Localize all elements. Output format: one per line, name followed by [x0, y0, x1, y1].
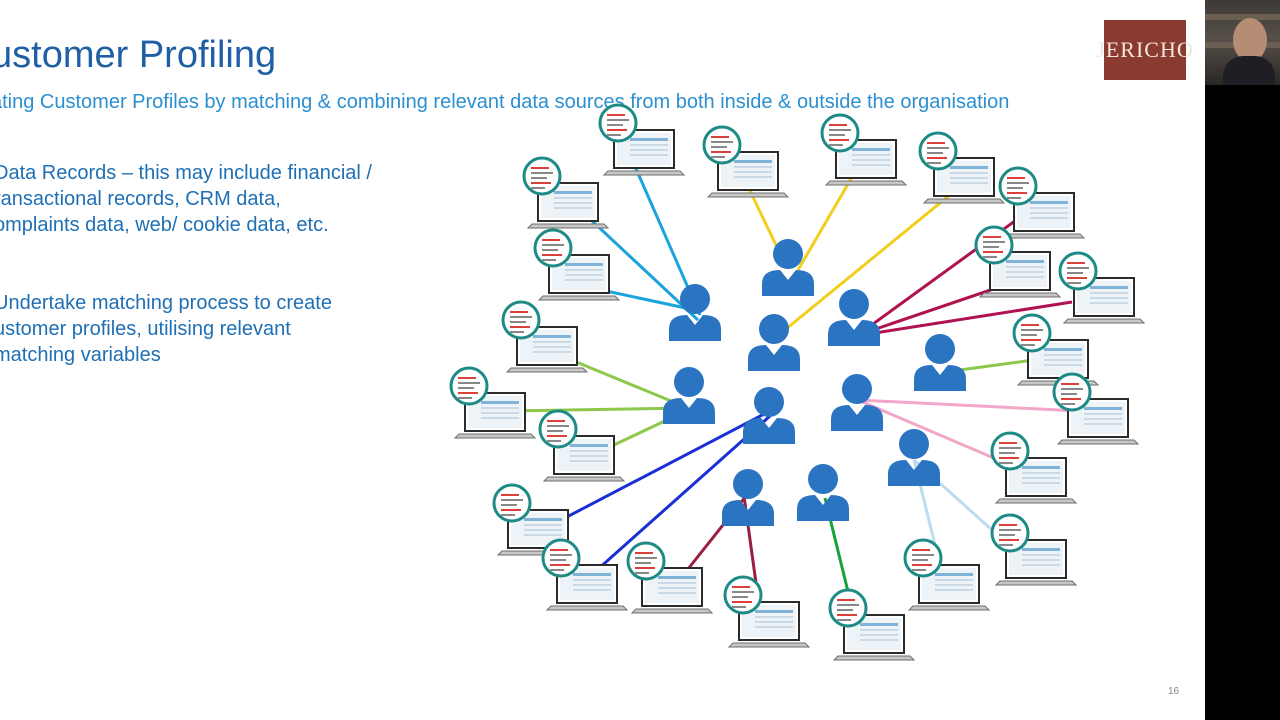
person-icon	[888, 429, 940, 486]
person-icon	[663, 367, 715, 424]
person-icon	[722, 469, 774, 526]
laptop-icon	[540, 411, 624, 481]
profiling-diagram	[0, 0, 1205, 720]
laptop-icon	[451, 368, 535, 438]
person-icon	[828, 289, 880, 346]
person-icon	[762, 239, 814, 296]
laptop-icon	[524, 158, 608, 228]
laptop-icon	[830, 590, 914, 660]
person-icons	[663, 239, 966, 526]
laptop-icon	[1000, 168, 1084, 238]
laptop-icon	[905, 540, 989, 610]
person-icon	[669, 284, 721, 341]
laptop-icons	[451, 105, 1144, 660]
person-icon	[743, 387, 795, 444]
black-side-panel	[1205, 85, 1280, 720]
laptop-icon	[920, 133, 1004, 203]
laptop-icon	[1014, 315, 1098, 385]
laptop-icon	[992, 515, 1076, 585]
person-icon	[831, 374, 883, 431]
webcam-overlay	[1205, 0, 1280, 85]
laptop-icon	[600, 105, 684, 175]
person-icon	[797, 464, 849, 521]
slide: ustomer Profiling ating Customer Profile…	[0, 0, 1205, 720]
laptop-icon	[535, 230, 619, 300]
page-number: 16	[1168, 686, 1179, 697]
laptop-icon	[725, 577, 809, 647]
laptop-icon	[822, 115, 906, 185]
laptop-icon	[1060, 253, 1144, 323]
presenter-body	[1223, 56, 1275, 86]
laptop-icon	[503, 302, 587, 372]
person-icon	[914, 334, 966, 391]
laptop-icon	[543, 540, 627, 610]
laptop-icon	[704, 127, 788, 197]
